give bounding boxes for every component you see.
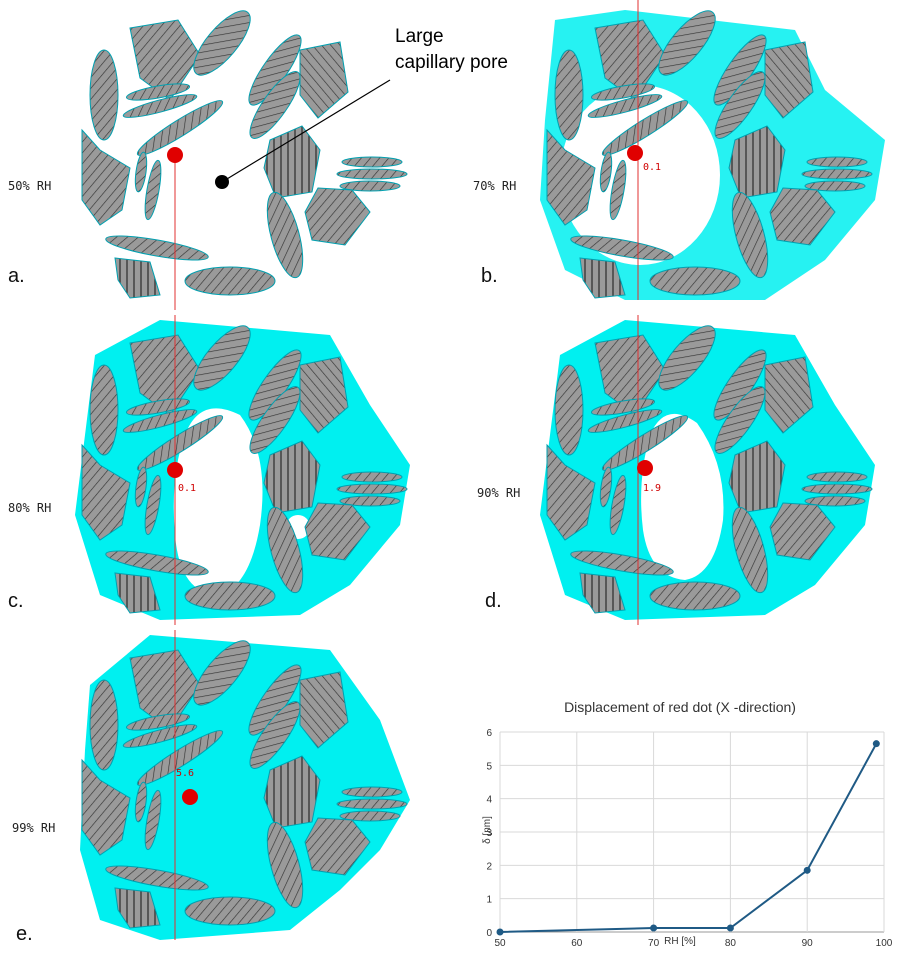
chart-grid	[499, 731, 885, 933]
panel-letter: e.	[16, 923, 33, 945]
rh-label: 80% RH	[8, 501, 51, 515]
y-tick-label: 3	[486, 828, 492, 839]
x-tick-label: 70	[648, 938, 660, 949]
chart-title: Displacement of red dot (X -direction)	[564, 699, 796, 715]
data-point	[496, 928, 504, 936]
y-tick-label: 2	[486, 861, 492, 872]
data-point	[650, 924, 658, 932]
panel-e: 5.6 99% RH e.	[12, 630, 410, 945]
red-dot	[627, 145, 643, 161]
y-tick-label: 6	[486, 728, 492, 739]
red-dot	[167, 462, 183, 478]
series-displacement	[496, 740, 880, 936]
rh-label: 99% RH	[12, 821, 55, 835]
annotation-line-1: Large	[395, 26, 444, 47]
series-line	[499, 743, 878, 933]
annotation-line-2: capillary pore	[395, 52, 508, 73]
y-tick-labels: 0 1 2 3 4 5 6	[486, 728, 492, 939]
x-tick-labels: 50 60 70 80 90 100	[494, 938, 892, 949]
x-tick-label: 80	[725, 938, 737, 949]
panel-a: Large capillary pore 50% RH a.	[8, 2, 508, 310]
pore-leader-line	[221, 79, 391, 183]
x-axis-label: RH [%]	[664, 936, 696, 947]
x-tick-label: 60	[571, 938, 583, 949]
y-tick-label: 1	[486, 895, 492, 906]
displacement-chart: Displacement of red dot (X -direction) 0…	[482, 699, 893, 949]
panel-d: 1.9 90% RH d.	[477, 315, 875, 625]
data-point	[872, 740, 880, 748]
rh-label: 70% RH	[473, 179, 516, 193]
panel-letter: d.	[485, 590, 502, 612]
rh-label: 90% RH	[477, 486, 520, 500]
y-axis-label: δ [nm]	[482, 816, 493, 844]
displacement-label: 1.9	[643, 483, 661, 494]
panel-letter: b.	[481, 265, 498, 287]
panel-c: 0.1 80% RH c.	[8, 315, 410, 625]
red-dot	[637, 460, 653, 476]
x-tick-label: 100	[876, 938, 893, 949]
displacement-label: 0.1	[178, 483, 196, 494]
y-tick-label: 5	[486, 761, 492, 772]
panel-letter: a.	[8, 265, 25, 287]
y-tick-label: 4	[486, 795, 492, 806]
y-tick-label: 0	[486, 928, 492, 939]
x-tick-label: 50	[494, 938, 506, 949]
panel-b: 0.1 70% RH b.	[473, 0, 885, 300]
displacement-label: 0.1	[643, 162, 661, 173]
rh-label: 50% RH	[8, 179, 51, 193]
data-point	[726, 924, 734, 932]
x-tick-label: 90	[802, 938, 814, 949]
displacement-label: 5.6	[176, 768, 194, 779]
red-dot	[182, 789, 198, 805]
panel-letter: c.	[8, 590, 24, 612]
red-dot	[167, 147, 183, 163]
data-point	[803, 866, 811, 874]
